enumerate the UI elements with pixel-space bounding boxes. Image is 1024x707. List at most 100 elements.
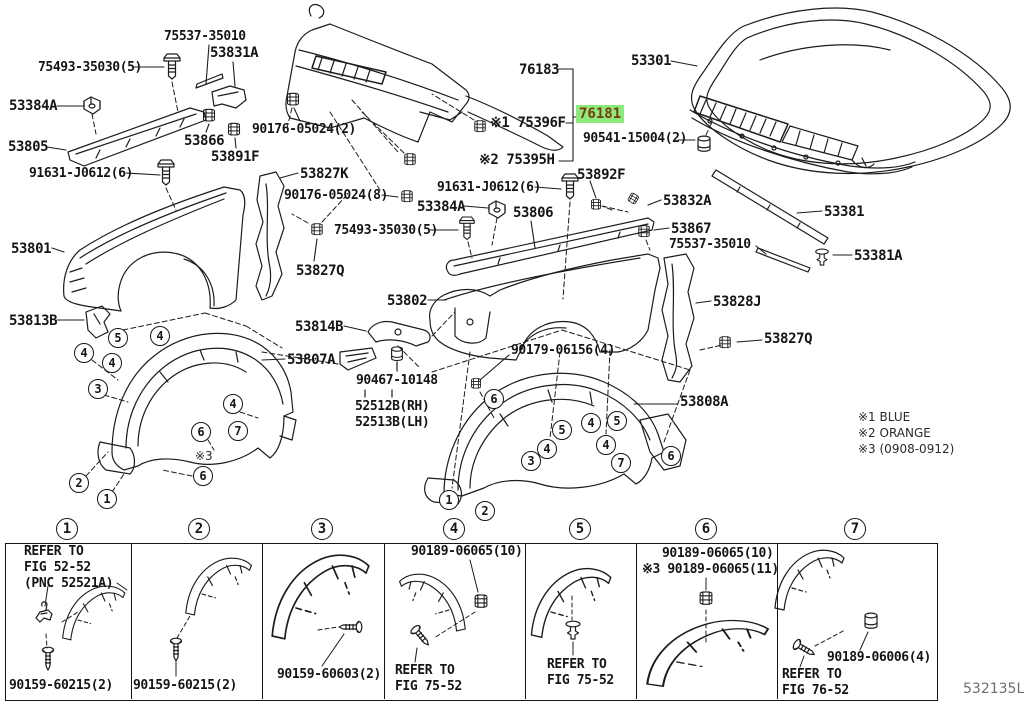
part-label-53814b[interactable]: 53814B xyxy=(295,319,344,335)
callout-7: 7 xyxy=(611,453,631,473)
table-divider xyxy=(636,543,637,699)
table7-part-number[interactable]: 90189-06006(4) xyxy=(827,650,931,665)
table1-note-line3: (PNC 52521A) xyxy=(24,576,114,591)
part-label-53801[interactable]: 53801 xyxy=(11,241,52,257)
callout-3: 3 xyxy=(88,379,108,399)
small-brackets-drawing xyxy=(339,320,481,398)
part-label-53807a[interactable]: 53807A xyxy=(287,352,336,368)
cowl-louver-drawing xyxy=(285,3,564,151)
part-label-75395h[interactable]: ※2 75395H xyxy=(479,152,555,168)
table5-note-line1: REFER TO xyxy=(547,657,607,672)
part-label-53808a[interactable]: 53808A xyxy=(680,394,729,410)
part-label-53867[interactable]: 53867 xyxy=(671,221,712,237)
leader-lines xyxy=(46,44,853,405)
part-label-90176-05024-8[interactable]: 90176-05024(8) xyxy=(284,188,388,203)
part-label-53866[interactable]: 53866 xyxy=(184,133,225,149)
fender-rh-drawing xyxy=(429,253,661,361)
part-label-53381a[interactable]: 53381A xyxy=(854,248,903,264)
part-label-53828j[interactable]: 53828J xyxy=(713,294,762,310)
table-header-callout-2: 2 xyxy=(188,518,210,540)
legend-orange: ※2 ORANGE xyxy=(858,426,931,440)
table-divider xyxy=(525,543,526,699)
dashed-lines xyxy=(85,81,723,493)
part-label-75493-35030-top[interactable]: 75493-35030(5) xyxy=(38,60,142,75)
part-label-53813b[interactable]: 53813B xyxy=(9,313,58,329)
table-divider xyxy=(131,543,132,699)
part-label-53827q-left[interactable]: 53827Q xyxy=(296,263,345,279)
part-label-75537-35010-top[interactable]: 75537-35010 xyxy=(164,29,246,44)
part-label-52513b[interactable]: 52513B(LH) xyxy=(355,415,430,430)
part-label-90179-06156[interactable]: 90179-06156(4) xyxy=(511,343,615,358)
diagram-code: 532135L xyxy=(963,681,1024,697)
callout-4: 4 xyxy=(74,343,94,363)
callout-1: 1 xyxy=(97,489,117,509)
legend-date-range: ※3 (0908-0912) xyxy=(858,442,955,456)
part-label-53802[interactable]: 53802 xyxy=(387,293,428,309)
callout-5: 5 xyxy=(607,411,627,431)
part-label-75493-35030-mid[interactable]: 75493-35030(5) xyxy=(334,223,438,238)
apron-seal-drawing xyxy=(445,217,655,276)
part-label-76183[interactable]: 76183 xyxy=(519,62,560,78)
part-label-53892f[interactable]: 53892F xyxy=(577,167,626,183)
table7-note-line1: REFER TO xyxy=(782,667,842,682)
bracket-53813b-drawing xyxy=(85,305,111,339)
part-label-53891f[interactable]: 53891F xyxy=(211,149,260,165)
table-header-callout-1: 1 xyxy=(56,518,78,540)
part-label-75396f[interactable]: ※1 75396F xyxy=(490,115,566,131)
hood-seal-drawing xyxy=(711,169,829,266)
bracket-53827k-drawing xyxy=(255,171,285,301)
hood-drawing xyxy=(689,7,1011,175)
callout-4: 4 xyxy=(596,435,616,455)
callout-4: 4 xyxy=(150,326,170,346)
part-label-53384a-mid[interactable]: 53384A xyxy=(417,199,466,215)
callout-3: 3 xyxy=(521,451,541,471)
bracket-53828j-drawing xyxy=(661,253,695,383)
part-label-75537-35010-mid[interactable]: 75537-35010 xyxy=(669,237,751,252)
part-label-90467-10148[interactable]: 90467-10148 xyxy=(356,373,438,388)
callout-4: 4 xyxy=(581,413,601,433)
note-3-marker: ※3 xyxy=(195,449,213,463)
callout-5: 5 xyxy=(108,328,128,348)
callout-4: 4 xyxy=(102,353,122,373)
part-label-53805[interactable]: 53805 xyxy=(8,139,49,155)
table7-note-line2: FIG 76-52 xyxy=(782,683,849,698)
part-label-53806[interactable]: 53806 xyxy=(513,205,554,221)
table4-part-number[interactable]: 90189-06065(10) xyxy=(411,544,523,559)
part-label-90176-05024-2[interactable]: 90176-05024(2) xyxy=(252,122,356,137)
part-label-90541-15004[interactable]: 90541-15004(2) xyxy=(583,131,687,146)
table6-part-number-2[interactable]: ※3 90189-06065(11) xyxy=(642,562,779,577)
table-header-callout-6: 6 xyxy=(695,518,717,540)
part-label-53827q-right[interactable]: 53827Q xyxy=(764,331,813,347)
part-label-53384a-top[interactable]: 53384A xyxy=(9,98,58,114)
table-header-callout-7: 7 xyxy=(844,518,866,540)
part-label-91631-j0612-mid[interactable]: 91631-J0612(6) xyxy=(437,180,541,195)
panel-art xyxy=(35,549,878,688)
callout-2: 2 xyxy=(475,501,495,521)
liner-lh-drawing xyxy=(97,332,297,475)
table1-part-number[interactable]: 90159-60215(2) xyxy=(9,678,113,693)
table5-note-line2: FIG 75-52 xyxy=(547,673,614,688)
part-label-53827k[interactable]: 53827K xyxy=(300,166,349,182)
part-label-53831a[interactable]: 53831A xyxy=(210,45,259,61)
table-divider xyxy=(777,543,778,699)
table6-part-number-1[interactable]: 90189-06065(10) xyxy=(662,546,774,561)
table3-part-number[interactable]: 90159-60603(2) xyxy=(277,667,381,682)
callout-2: 2 xyxy=(69,473,89,493)
callout-6: 6 xyxy=(191,422,211,442)
table1-note-line1: REFER TO xyxy=(24,544,84,559)
legend-blue: ※1 BLUE xyxy=(858,410,911,424)
part-label-91631-j0612-left[interactable]: 91631-J0612(6) xyxy=(29,166,133,181)
table-header-callout-3: 3 xyxy=(311,518,333,540)
part-label-53381[interactable]: 53381 xyxy=(824,204,865,220)
part-label-53301[interactable]: 53301 xyxy=(631,53,672,69)
callout-5: 5 xyxy=(552,420,572,440)
reference-table-border xyxy=(5,543,938,701)
callout-6: 6 xyxy=(661,446,681,466)
table1-note-line2: FIG 52-52 xyxy=(24,560,91,575)
part-label-52512b[interactable]: 52512B(RH) xyxy=(355,399,430,414)
table2-part-number[interactable]: 90159-60215(2) xyxy=(133,678,237,693)
part-label-76181-highlighted[interactable]: 76181 xyxy=(576,105,625,123)
part-label-53832a[interactable]: 53832A xyxy=(663,193,712,209)
